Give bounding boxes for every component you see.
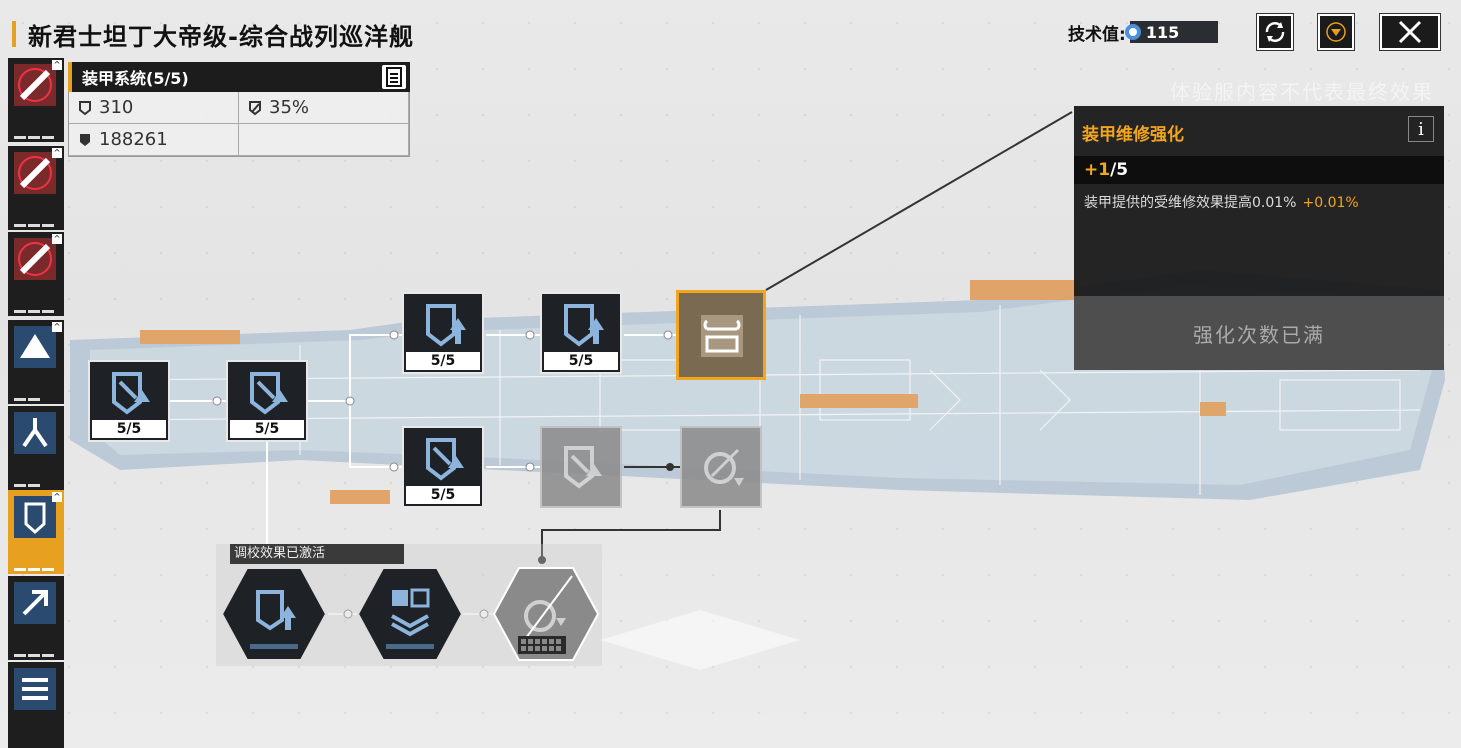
calibration-node-3-locked[interactable] [492, 566, 600, 662]
title-bar: 新君士坦丁大帝级-综合战列巡洋舰 [12, 18, 414, 51]
armor-pct-value: 35% [269, 97, 310, 118]
level-bars [14, 298, 58, 313]
watermark-text: 体验服内容不代表最终效果 [1170, 80, 1434, 104]
document-icon [386, 67, 402, 87]
list-icon [14, 668, 56, 710]
level-bars [14, 642, 58, 657]
close-button[interactable] [1379, 13, 1441, 51]
armor-value: 310 [99, 97, 134, 118]
shield-icon [14, 496, 56, 538]
refresh-icon [1265, 22, 1285, 42]
calibration-node-1[interactable] [220, 566, 328, 662]
tech-chip-icon [1124, 24, 1141, 40]
page-title: 新君士坦丁大帝级-综合战列巡洋舰 [28, 22, 414, 51]
hp-value-cell: 188261 [69, 124, 239, 156]
calibration-node-2[interactable] [356, 566, 464, 662]
upgrade-chevron-icon: ^ [52, 492, 62, 502]
empty-cell [239, 124, 409, 156]
tech-value-display: 技术值: 115 [1068, 20, 1218, 45]
document-button[interactable] [382, 65, 406, 89]
skill-node-armor-2[interactable]: 5/5 [226, 360, 308, 442]
missile-icon [14, 64, 56, 106]
armor-stats-panel: 装甲系统(5/5) 310 35% 188261 [68, 62, 410, 157]
level-bars [14, 472, 58, 487]
calibration-label: 调校效果已激活 [230, 544, 404, 564]
level-max: /5 [1110, 160, 1129, 180]
wrench-icon [701, 315, 743, 357]
skill-node-armor-hp-1[interactable]: 5/5 [402, 292, 484, 374]
skill-level: 5/5 [406, 352, 480, 370]
level-bars [14, 386, 58, 401]
sidebar-item-weapon-1[interactable]: ^ [8, 58, 64, 142]
tech-label: 技术值: [1068, 24, 1126, 45]
title-accent [12, 21, 16, 47]
skill-detail-level: +1/5 [1084, 160, 1128, 180]
armor-value-cell: 310 [69, 92, 239, 124]
skill-level: 5/5 [544, 352, 618, 370]
armor-stats-grid: 310 35% 188261 [68, 92, 410, 157]
sidebar-item-system-1[interactable]: ^ [8, 320, 64, 404]
missile-icon [14, 238, 56, 280]
description-text: 装甲提供的受维修效果提高0.01% [1084, 195, 1297, 211]
skill-node-armor-pen-3[interactable]: 5/5 [402, 426, 484, 508]
chevron-down-icon [1326, 22, 1346, 42]
level-bars [14, 212, 58, 227]
sidebar-item-weapon-3[interactable]: ^ [8, 232, 64, 316]
shield-up-icon [564, 304, 604, 347]
skill-node-locked-2[interactable] [680, 426, 762, 508]
upgrade-chevron-icon: ^ [52, 322, 62, 332]
skill-detail-description: 装甲提供的受维修效果提高0.01% +0.01% [1084, 192, 1359, 212]
refresh-button[interactable] [1256, 13, 1294, 51]
close-icon [1398, 20, 1422, 44]
sidebar-item-list[interactable] [8, 662, 64, 748]
target-down-icon [704, 448, 744, 486]
skill-node-locked-1[interactable] [540, 426, 622, 508]
hp-value: 188261 [99, 129, 168, 150]
upgrade-maxed-button[interactable]: 强化次数已满 [1074, 296, 1444, 370]
skill-node-armor-repair[interactable] [676, 290, 766, 380]
armor-penetration-icon [564, 446, 602, 489]
armor-pct-cell: 35% [239, 92, 409, 124]
skill-level: 5/5 [406, 486, 480, 504]
armor-penetration-icon [426, 438, 464, 481]
level-strip [1074, 156, 1444, 184]
skill-node-armor-1[interactable]: 5/5 [88, 360, 170, 442]
sidebar-item-system-3[interactable] [8, 576, 64, 660]
armor-penetration-icon [112, 372, 150, 415]
armor-penetration-icon [250, 372, 288, 415]
shield-up-icon [426, 304, 466, 347]
sidebar-item-system-2[interactable] [8, 406, 64, 490]
tech-value: 115 [1145, 22, 1180, 42]
sidebar-item-weapon-2[interactable]: ^ [8, 146, 64, 230]
hp-shield-icon [80, 133, 90, 146]
level-bars [14, 556, 58, 571]
bonus-text: +0.01% [1302, 195, 1359, 211]
dropdown-button[interactable] [1317, 13, 1355, 51]
skill-level: 5/5 [230, 420, 304, 438]
skill-detail-panel: 装甲维修强化 i +1/5 装甲提供的受维修效果提高0.01% +0.01% 强化… [1074, 106, 1444, 370]
skill-level: 5/5 [92, 420, 166, 438]
branch-icon [14, 412, 56, 454]
armor-stats-title: 装甲系统(5/5) [82, 69, 189, 88]
armor-stats-header: 装甲系统(5/5) [68, 62, 410, 92]
sidebar-item-armor[interactable]: ^ [8, 490, 64, 574]
pyramid-icon [14, 326, 56, 368]
upgrade-chevron-icon: ^ [52, 60, 62, 70]
tech-value-box: 115 [1124, 21, 1218, 43]
level-plus: +1 [1084, 160, 1111, 180]
skill-detail-title: 装甲维修强化 [1082, 125, 1184, 145]
armor-pct-icon [249, 100, 261, 115]
skill-node-armor-hp-2[interactable]: 5/5 [540, 292, 622, 374]
arrow-upright-icon [14, 582, 56, 624]
armor-icon [79, 100, 91, 115]
info-button[interactable]: i [1408, 116, 1434, 142]
upgrade-chevron-icon: ^ [52, 148, 62, 158]
level-bars [14, 124, 58, 139]
missile-icon [14, 152, 56, 194]
upgrade-chevron-icon: ^ [52, 234, 62, 244]
